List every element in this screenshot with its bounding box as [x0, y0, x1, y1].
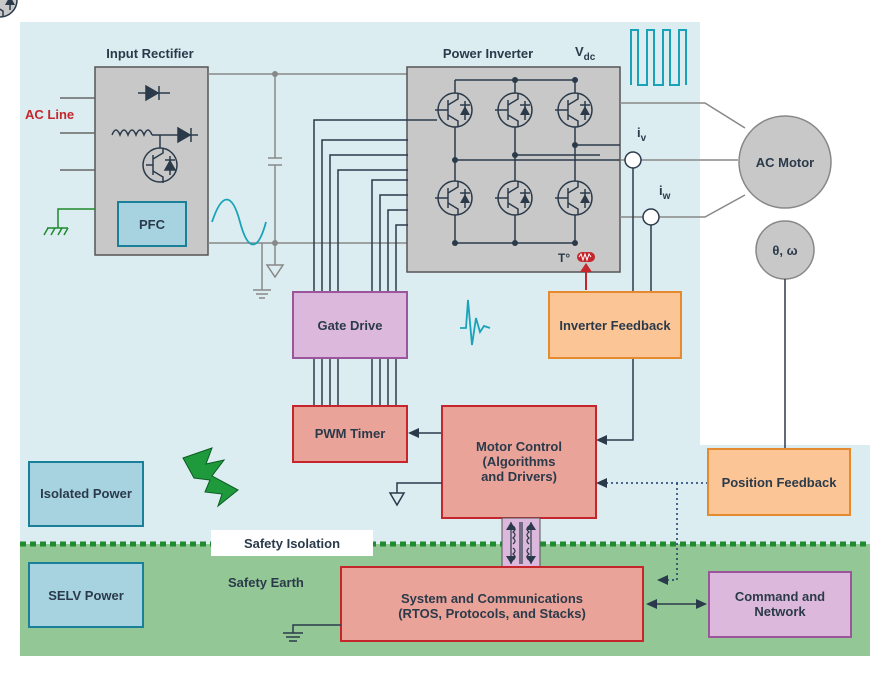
motor-control-line1: Motor Control [476, 439, 562, 454]
gate-drive-block [292, 291, 408, 359]
diode-icon [138, 84, 170, 102]
pwm-timer-block [292, 405, 408, 463]
ac-earth-icon [43, 208, 95, 236]
feedback-wiring [606, 168, 652, 441]
motor-phase-lines [620, 102, 746, 218]
theta-omega-label: θ, ω [772, 243, 797, 258]
lightning-icon [182, 447, 239, 508]
pfc-block [117, 201, 187, 247]
command-network-block [708, 571, 852, 638]
system-communications-line2: (RTOS, Protocols, and Stacks) [398, 606, 586, 621]
pwm-wave-icon [630, 29, 687, 86]
system-ground-icon [283, 624, 341, 642]
position-feedback-block [707, 448, 851, 516]
control-ground-icon [388, 482, 442, 507]
dc-ground-icon [265, 264, 285, 279]
vdc-label: Vdc [575, 44, 596, 63]
igbt-icon [0, 0, 18, 18]
ac-motor [738, 115, 832, 209]
temp-label: T° [558, 251, 570, 265]
inverter-feedback-block [548, 291, 682, 359]
current-sensor-v-icon [624, 151, 642, 169]
pfc-diode-icon [177, 126, 192, 144]
motor-control-line2: (Algorithms [483, 454, 556, 469]
selv-power-label: SELV Power [48, 588, 124, 603]
isolator-block [501, 517, 541, 569]
inverter-nodes [452, 77, 578, 246]
sine-wave-icon [211, 198, 267, 246]
input-rectifier-label: Input Rectifier [106, 46, 193, 61]
system-communications-block [340, 566, 644, 642]
ac-line-wires [60, 97, 95, 171]
ac-motor-label: AC Motor [756, 155, 815, 170]
position-feedback-label: Position Feedback [722, 475, 838, 490]
gate-drive-label: Gate Drive [317, 318, 382, 333]
command-network-line1: Command and [735, 589, 825, 604]
safety-isolation-label: Safety Isolation [244, 536, 340, 551]
pfc-label: PFC [139, 217, 166, 232]
noise-icon [460, 299, 491, 346]
command-network-line2: Network [754, 604, 806, 619]
isolated-power-block [28, 461, 144, 527]
safety-isolation-box [211, 530, 373, 556]
iw-label: iw [659, 183, 671, 202]
ac-line-label: AC Line [25, 107, 74, 122]
position-feedback-link [606, 482, 708, 581]
safety-earth-label: Safety Earth [228, 575, 304, 590]
pfc-switch-icon [142, 135, 178, 183]
selv-power-block [28, 562, 144, 628]
dc-bus [208, 73, 407, 299]
current-sensor-w-icon [642, 208, 660, 226]
iv-label: iv [637, 125, 647, 144]
motor-control-line3: and Drivers) [481, 469, 557, 484]
gate-drive-lines [313, 119, 437, 406]
inverter-feedback-label: Inverter Feedback [559, 318, 671, 333]
system-communications-line1: System and Communications [401, 591, 583, 606]
power-inverter-label: Power Inverter [443, 46, 533, 61]
isolated-power-label: Isolated Power [40, 486, 132, 501]
pwm-timer-label: PWM Timer [315, 426, 386, 441]
